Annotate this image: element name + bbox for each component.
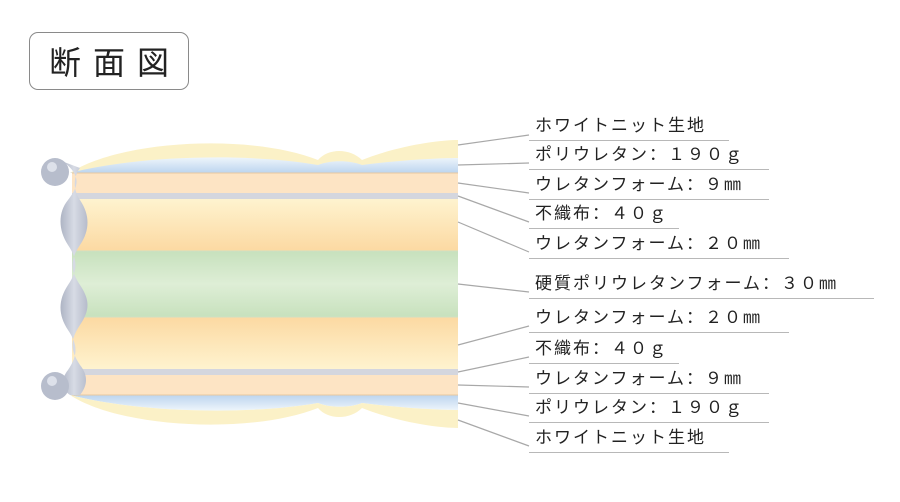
layer-label: 不織布：４０ｇ (529, 339, 679, 364)
hard-polyurethane-core-layer (72, 251, 458, 317)
layer-label: ポリウレタン：１９０ｇ (529, 398, 769, 423)
layer-label: ウレタンフォーム：９㎜ (529, 175, 769, 200)
top-nonwoven-layer (72, 193, 458, 199)
bottom-polyurethane-layer (70, 395, 458, 411)
bottom-urethane-9mm-layer (72, 375, 458, 395)
layer-label: ホワイトニット生地 (529, 428, 729, 453)
layer-label: 不織布：４０ｇ (529, 204, 679, 229)
top-urethane-20mm-layer (72, 199, 458, 251)
layer-separators (72, 172, 458, 396)
layer-label: ポリウレタン：１９０ｇ (529, 145, 769, 170)
layer-label: ウレタンフォーム：２０㎜ (529, 234, 789, 259)
bottom-urethane-20mm-layer (72, 317, 458, 369)
top-urethane-9mm-layer (72, 173, 458, 193)
bottom-knit-layer (70, 395, 458, 428)
leader-lines (457, 134, 530, 447)
section-title: 断面図 (29, 32, 189, 90)
layer-label: 硬質ポリウレタンフォーム：３０㎜ (529, 274, 874, 299)
layer-label: ホワイトニット生地 (529, 116, 729, 141)
top-polyurethane-layer (70, 157, 458, 173)
edge-roll (41, 158, 88, 400)
bottom-nonwoven-layer (72, 369, 458, 375)
layer-label: ウレタンフォーム：２０㎜ (529, 308, 789, 333)
layer-label: ウレタンフォーム：９㎜ (529, 369, 769, 394)
